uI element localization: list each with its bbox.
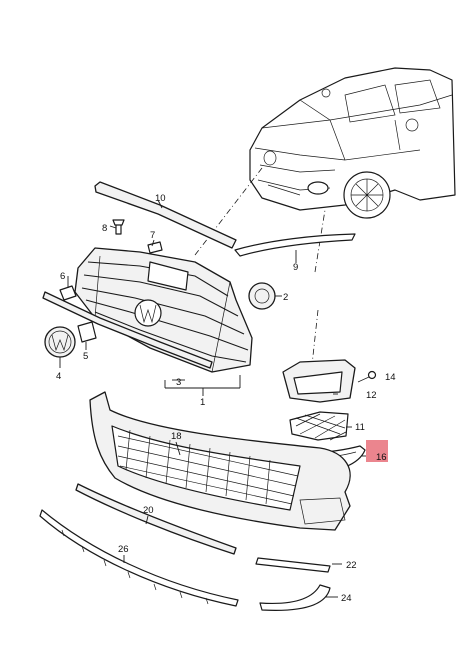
label-1: 1 <box>200 397 205 408</box>
label-14: 14 <box>385 372 396 383</box>
label-7: 7 <box>150 230 155 241</box>
label-24: 24 <box>341 593 352 604</box>
part-26-lip <box>39 509 239 607</box>
part-10-trim-strip <box>94 181 237 249</box>
part-18-bumper-cover <box>89 391 351 531</box>
part-9-chrome-strip <box>234 233 356 257</box>
part-20-strip <box>75 483 237 555</box>
label-20: 20 <box>143 505 154 516</box>
part-5-bracket <box>77 321 97 343</box>
label-10: 10 <box>155 193 166 204</box>
label-26: 26 <box>118 544 129 555</box>
part-12-fog-frame <box>282 359 356 403</box>
part-14-screw <box>357 370 377 383</box>
part-4-emblem <box>44 326 76 358</box>
part-6-clip <box>59 285 77 301</box>
label-5: 5 <box>83 351 88 362</box>
part-24-lower-trim <box>259 584 331 611</box>
label-12: 12 <box>366 390 377 401</box>
part-2-cover <box>248 282 276 310</box>
part-3-lower-strip <box>42 291 213 369</box>
label-11: 11 <box>355 422 365 433</box>
grille-assembly <box>74 247 253 373</box>
label-6: 6 <box>60 271 65 282</box>
part-7-clip <box>147 241 163 254</box>
label-4: 4 <box>56 371 61 382</box>
label-22: 22 <box>346 560 357 571</box>
part-11-honeycomb-grille <box>289 411 349 441</box>
car-illustration <box>249 67 456 219</box>
label-3: 3 <box>176 377 181 388</box>
label-18: 18 <box>171 431 182 442</box>
label-2: 2 <box>283 292 288 303</box>
callout-labels: 10 8 7 9 6 2 5 4 3 1 14 12 11 16 18 20 2… <box>56 193 396 604</box>
leader-lines <box>59 199 366 598</box>
label-9: 9 <box>293 262 298 273</box>
part-16-highlight <box>366 440 388 462</box>
label-8: 8 <box>102 223 107 234</box>
label-16: 16 <box>376 452 387 463</box>
part-8-screw <box>112 219 125 235</box>
part-22-chrome-strip <box>255 557 331 573</box>
